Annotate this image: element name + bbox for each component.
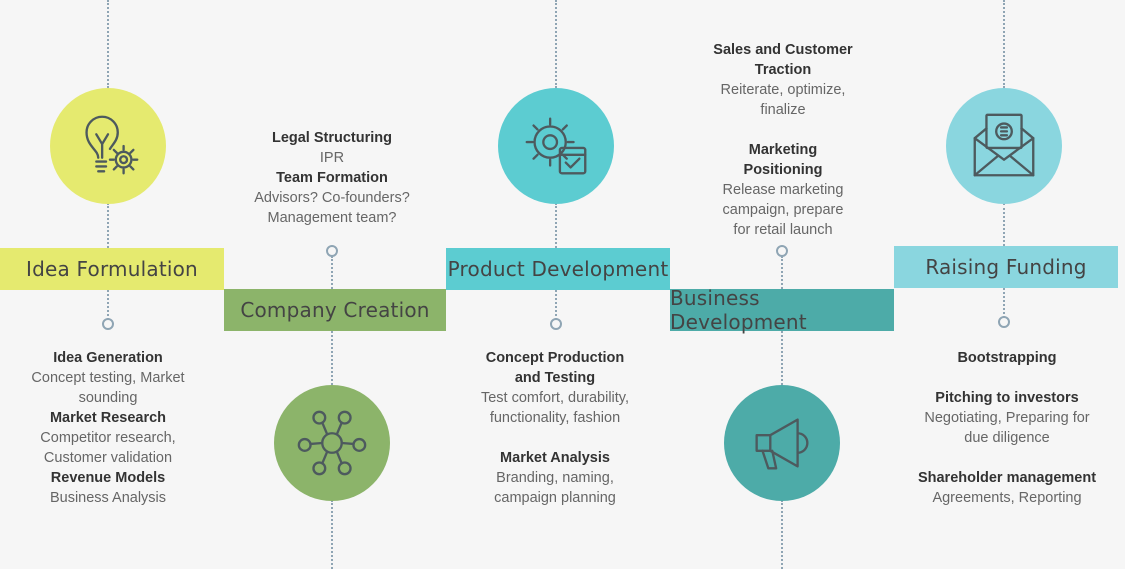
product-description: Concept Production and Testing Test comf… xyxy=(455,348,655,508)
timeline-line-idea-top xyxy=(107,0,109,88)
funding-description: Bootstrapping Pitching to investors Nego… xyxy=(897,348,1117,508)
idea-text-3a: Business Analysis xyxy=(49,490,167,506)
company-heading-2: Team Formation xyxy=(276,170,388,186)
timeline-dot-funding xyxy=(998,316,1010,328)
stage-label-business: Business Development xyxy=(670,286,894,334)
business-heading-2a: Marketing xyxy=(748,142,818,158)
idea-description: Idea Generation Concept testing, Market … xyxy=(8,348,208,508)
funding-heading-1: Bootstrapping xyxy=(957,350,1057,366)
product-heading-1a: Concept Production xyxy=(485,350,625,366)
timeline-line-business-bottom xyxy=(781,500,783,569)
company-text-1a: IPR xyxy=(319,150,345,166)
megaphone-icon xyxy=(755,418,809,470)
timeline-line-business-up xyxy=(781,256,783,289)
company-text-2b: Management team? xyxy=(267,210,397,226)
company-heading-1: Legal Structuring xyxy=(271,130,393,146)
timeline-line-idea-mid xyxy=(107,203,109,248)
stage-label-funding: Raising Funding xyxy=(894,246,1118,288)
business-text-2b: campaign, prepare xyxy=(722,202,844,218)
product-text-2b: campaign planning xyxy=(494,490,616,506)
stage-label-company: Company Creation xyxy=(224,289,446,331)
timeline-line-funding-mid xyxy=(1003,203,1005,246)
stage-circle-funding xyxy=(946,88,1062,204)
business-heading-2b: Positioning xyxy=(743,162,823,178)
business-text-2a: Release marketing xyxy=(722,182,844,198)
timeline-dot-product xyxy=(550,318,562,330)
funding-text-2a: Negotiating, Preparing for xyxy=(924,410,1090,426)
product-heading-2: Market Analysis xyxy=(500,450,610,466)
stage-circle-product xyxy=(498,88,614,204)
timeline-line-business-mid xyxy=(781,331,783,385)
timeline-line-idea-low xyxy=(107,290,109,320)
stage-label-idea: Idea Formulation xyxy=(0,248,224,290)
stage-label-product: Product Development xyxy=(446,248,670,290)
timeline-line-company-up xyxy=(331,256,333,289)
product-text-2a: Branding, naming, xyxy=(496,470,614,486)
company-description: Legal Structuring IPR Team Formation Adv… xyxy=(232,128,432,228)
business-text-1b: finalize xyxy=(760,102,806,118)
product-text-1a: Test comfort, durability, xyxy=(480,390,629,406)
product-heading-1b: and Testing xyxy=(514,370,596,386)
funding-heading-3: Shareholder management xyxy=(917,470,1097,486)
network-icon xyxy=(297,410,367,476)
business-text-1a: Reiterate, optimize, xyxy=(720,82,846,98)
funding-heading-2: Pitching to investors xyxy=(935,390,1079,406)
gear-checklist-icon xyxy=(525,117,587,175)
timeline-line-funding-low xyxy=(1003,288,1005,318)
timeline-line-product-top xyxy=(555,0,557,88)
timeline-line-company-mid xyxy=(331,331,333,385)
idea-text-2a: Competitor research, xyxy=(40,430,176,446)
idea-text-1b: sounding xyxy=(78,390,138,406)
lightbulb-gear-icon xyxy=(85,115,139,175)
money-envelope-icon xyxy=(973,113,1035,177)
company-text-2a: Advisors? Co-founders? xyxy=(254,190,410,206)
product-text-1b: functionality, fashion xyxy=(489,410,621,426)
business-heading-1a: Sales and Customer xyxy=(713,42,853,58)
idea-heading-2: Market Research xyxy=(49,410,167,426)
timeline-line-funding-top xyxy=(1003,0,1005,88)
funding-text-2b: due diligence xyxy=(964,430,1050,446)
business-text-2c: for retail launch xyxy=(733,222,833,238)
idea-text-2b: Customer validation xyxy=(43,450,173,466)
funding-text-3a: Agreements, Reporting xyxy=(932,490,1082,506)
timeline-line-product-low xyxy=(555,290,557,320)
timeline-dot-company xyxy=(326,245,338,257)
timeline-dot-business xyxy=(776,245,788,257)
timeline-line-product-mid xyxy=(555,203,557,248)
stage-circle-company xyxy=(274,385,390,501)
idea-heading-3: Revenue Models xyxy=(50,470,166,486)
timeline-dot-idea xyxy=(102,318,114,330)
stage-circle-idea xyxy=(50,88,166,204)
idea-text-1a: Concept testing, Market xyxy=(31,370,185,386)
stage-circle-business xyxy=(724,385,840,501)
business-description: Sales and Customer Traction Reiterate, o… xyxy=(683,40,883,240)
business-heading-1b: Traction xyxy=(754,62,812,78)
timeline-line-company-bottom xyxy=(331,500,333,569)
idea-heading-1: Idea Generation xyxy=(53,350,163,366)
